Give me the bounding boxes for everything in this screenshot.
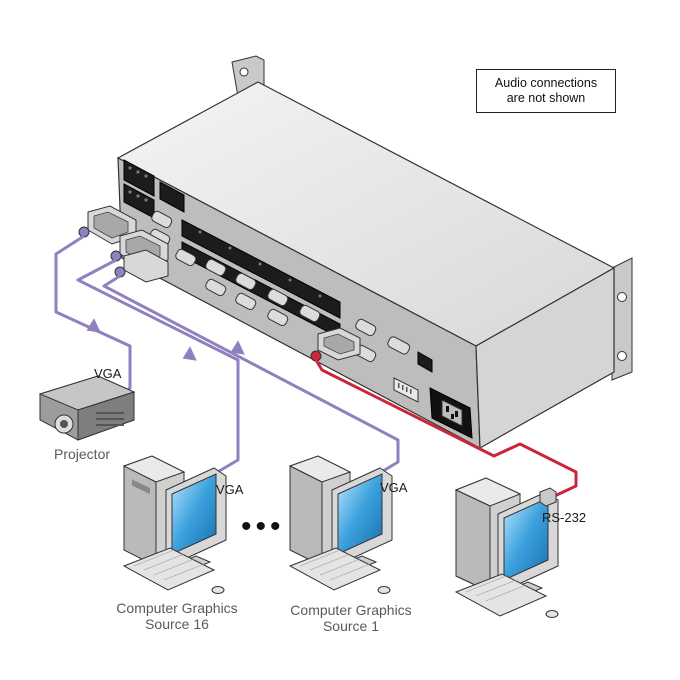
- terminal-screws: [128, 166, 322, 298]
- vga-cable-source16: [76, 258, 240, 476]
- rack-hole: [239, 67, 249, 77]
- label-vga-source1: VGA: [380, 480, 408, 495]
- vga-arrows: [86, 318, 245, 361]
- power-socket: [429, 387, 473, 439]
- label-rs232: RS-232: [542, 510, 587, 525]
- ellipsis-more-sources: •••: [241, 510, 285, 543]
- computer-control: [454, 477, 559, 618]
- label-source1-line2: Source 1: [322, 618, 380, 634]
- rs232-plug: [310, 327, 361, 362]
- rs232-cable: [314, 359, 578, 502]
- note-line-2: are not shown: [506, 91, 586, 105]
- rs232-port-plug: [539, 487, 557, 507]
- vga-cable-source1: [102, 274, 400, 476]
- rack-ear-right: [611, 257, 633, 381]
- computer-source16: [122, 455, 227, 594]
- label-vga-source16: VGA: [216, 482, 244, 497]
- dip-switch: [393, 377, 419, 403]
- rack-hole: [617, 351, 627, 361]
- unit-side: [475, 266, 615, 450]
- mouse: [211, 586, 225, 594]
- label-source1: Computer Graphics Source 1: [272, 602, 430, 634]
- label-source16: Computer Graphics Source 16: [98, 600, 256, 632]
- note-audio-not-shown: Audio connections are not shown: [476, 69, 616, 113]
- mouse: [377, 586, 391, 594]
- rack-hole: [617, 292, 627, 302]
- matrix-switcher: [78, 55, 633, 450]
- computer-source1: [288, 455, 393, 594]
- note-line-1: Audio connections: [494, 76, 598, 90]
- mouse: [545, 610, 559, 618]
- vga-plug-source1: [114, 249, 169, 283]
- label-source1-line1: Computer Graphics: [290, 602, 412, 618]
- label-vga-projector: VGA: [94, 366, 122, 381]
- label-projector: Projector: [54, 446, 111, 462]
- projector: [38, 375, 136, 441]
- hd15-ports: [149, 210, 411, 363]
- label-source16-line2: Source 16: [145, 616, 209, 632]
- label-source16-line1: Computer Graphics: [116, 600, 238, 616]
